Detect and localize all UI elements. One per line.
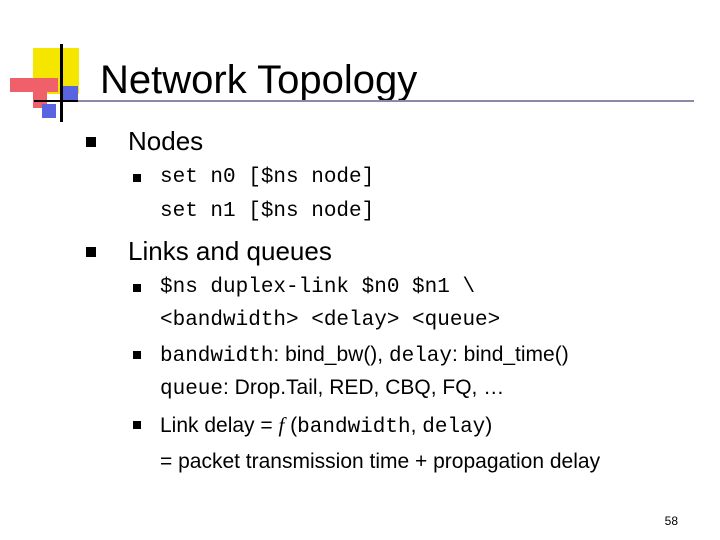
sub-bullet-square-icon — [133, 174, 141, 182]
logo-horizontal-line — [34, 100, 94, 102]
duplex-link-line-1: $ns duplex-link $n0 $n1 \ — [160, 276, 476, 299]
logo-blue-square-2 — [62, 86, 78, 102]
text-link-delay: Link delay = — [160, 414, 279, 437]
bullet-square-icon — [86, 137, 96, 147]
code-delay: delay — [388, 345, 452, 368]
link-delay-line: Link delay = f (bandwidth, delay) — [160, 412, 492, 441]
title-underline — [78, 100, 694, 102]
code-bandwidth-2: bandwidth — [297, 416, 411, 439]
bandwidth-delay-line: bandwidth: bind_bw(), delay: bind_time() — [160, 342, 569, 370]
link-delay-formula-line: = packet transmission time + propagation… — [160, 450, 601, 473]
sub-bullet-square-icon — [133, 421, 141, 429]
logo-red-bar-vertical — [33, 78, 47, 108]
text-close-paren: ) — [485, 414, 493, 437]
text-bind-bw: : bind_bw(), — [273, 343, 389, 366]
queue-line: queue: Drop.Tail, RED, CBQ, FQ, … — [160, 375, 504, 403]
code-queue: queue — [160, 378, 224, 401]
page-number: 58 — [664, 514, 678, 528]
bullet-links-label: Links and queues — [128, 236, 332, 266]
code-delay-2: delay — [422, 416, 486, 439]
sub-bullet-square-icon — [133, 351, 141, 359]
bullet-square-icon — [86, 247, 96, 257]
text-open-paren: ( — [284, 414, 298, 437]
function-f: f — [278, 413, 285, 437]
logo-vertical-line — [60, 44, 63, 122]
logo-blue-square — [42, 104, 56, 118]
text-queue-types: : Drop.Tail, RED, CBQ, FQ, … — [223, 376, 505, 399]
duplex-link-line-2: <bandwidth> <delay> <queue> — [160, 309, 501, 332]
bullet-nodes-label: Nodes — [128, 126, 204, 156]
code-bandwidth: bandwidth — [160, 345, 274, 368]
decorative-logo-icon — [10, 44, 94, 122]
sub-bullet-square-icon — [133, 284, 141, 292]
nodes-line-2: set n1 [$ns node] — [160, 200, 375, 223]
slide-title: Network Topology — [100, 58, 418, 102]
nodes-line-1: set n0 [$ns node] — [160, 166, 375, 189]
text-bind-time: : bind_time() — [452, 343, 569, 366]
text-comma: , — [410, 414, 423, 437]
